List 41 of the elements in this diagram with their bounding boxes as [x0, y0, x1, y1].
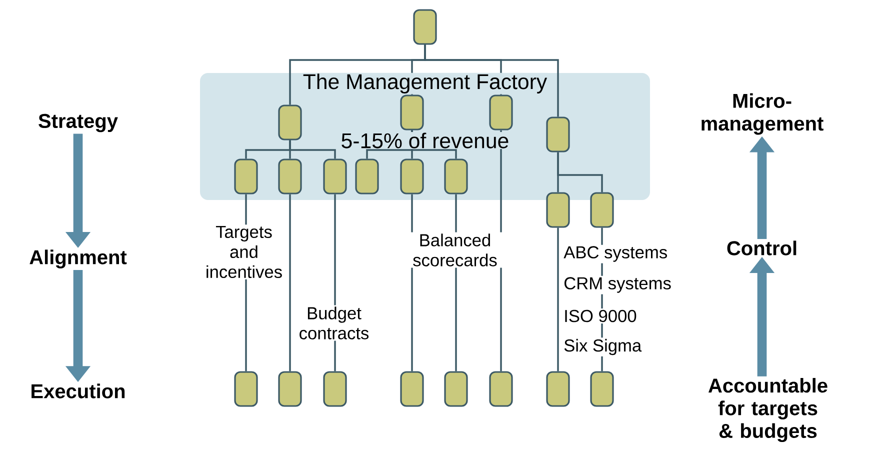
edge-label: Balanced scorecards [404, 232, 506, 268]
list-item: ABC systems [562, 244, 669, 264]
org-box [590, 371, 614, 407]
connector-line [289, 140, 336, 159]
org-box [278, 158, 302, 194]
edge-label: Targets and incentives [202, 224, 286, 280]
org-box [400, 94, 424, 130]
edge-label: Budget contracts [295, 305, 373, 341]
org-box [546, 116, 570, 152]
org-box [444, 158, 468, 194]
org-box [489, 94, 513, 130]
stage-label: Execution [32, 384, 125, 398]
org-box [278, 371, 302, 407]
org-box [400, 158, 424, 194]
org-box [355, 158, 379, 194]
org-box [278, 104, 302, 140]
list-item: ISO 9000 [562, 308, 638, 324]
stage-label: Control [727, 240, 796, 256]
band-heading: The Management Factory [302, 72, 548, 94]
stage-label: Strategy [38, 114, 118, 132]
org-box [489, 371, 513, 407]
list-item: Six Sigma [562, 338, 643, 356]
org-box [323, 158, 347, 194]
org-box [234, 371, 258, 407]
org-box [323, 371, 347, 407]
stage-label: Alignment [30, 250, 127, 268]
list-item: CRM systems [562, 276, 673, 294]
band-heading: 5-15% of revenue [340, 132, 510, 149]
org-box [590, 192, 614, 228]
connector-line [289, 194, 291, 372]
org-box [546, 192, 570, 228]
org-box [413, 9, 437, 45]
org-box [400, 371, 424, 407]
connector-line [557, 228, 559, 372]
connector-line [424, 44, 559, 117]
org-box [546, 371, 570, 407]
connector-line [557, 152, 603, 192]
stage-label: Micro-management [702, 93, 824, 135]
org-box [444, 371, 468, 407]
stage-label: Accountable for targets & budgets [708, 378, 828, 442]
org-box [234, 158, 258, 194]
